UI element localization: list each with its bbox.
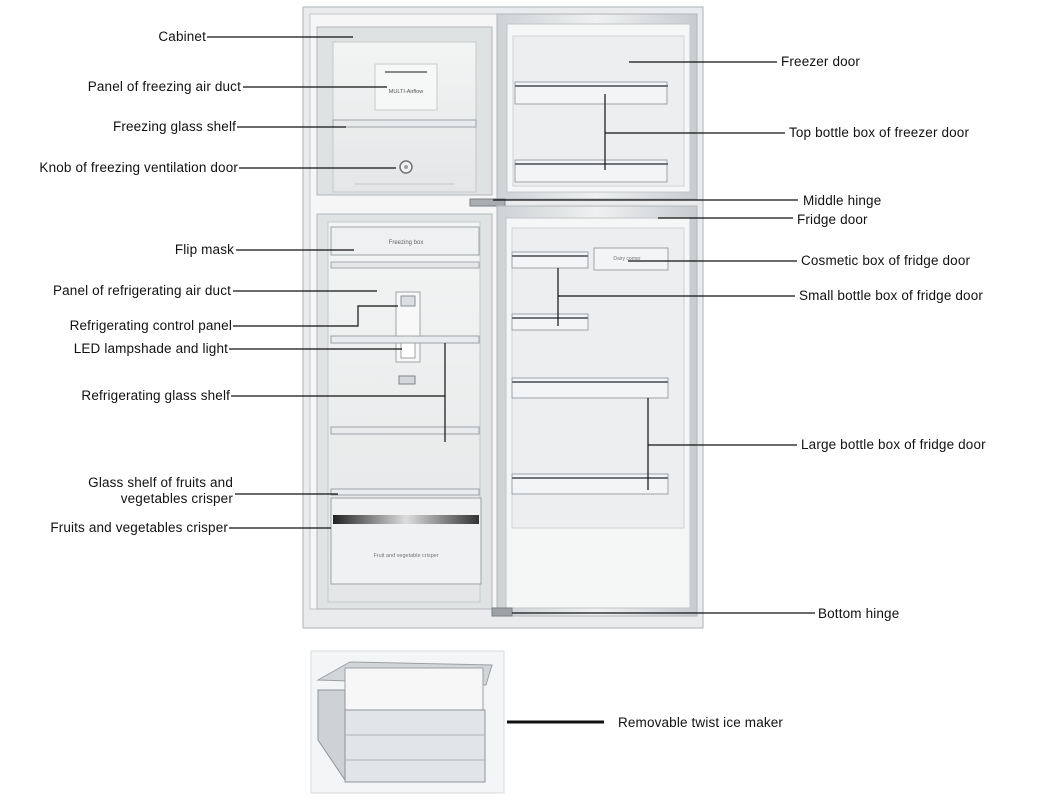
bottom-hinge-shape xyxy=(491,607,513,617)
label-middle-hinge: Middle hinge xyxy=(803,193,882,208)
freezer-compartment: MULTI-Airflow xyxy=(316,26,493,196)
label-bottom-hinge: Bottom hinge xyxy=(818,606,900,621)
label-flip-mask: Flip mask xyxy=(174,242,234,257)
multi-airflow-print: MULTI-Airflow xyxy=(389,89,423,95)
label-cosmetic-box-fridge-door: Cosmetic box of fridge door xyxy=(801,253,971,268)
cosmetic-box-shape xyxy=(593,247,669,271)
ice-maker-image xyxy=(310,650,505,794)
freezing-box-print: Freezing box xyxy=(389,240,424,246)
label-panel-refrigerating-air-duct: Panel of refrigerating air duct xyxy=(53,283,231,298)
label-fridge-door: Fridge door xyxy=(797,212,868,227)
label-freezer-door: Freezer door xyxy=(781,54,861,69)
freezing-glass-shelf-shape xyxy=(332,119,477,128)
crisper-glass-shelf-shape xyxy=(330,488,480,496)
label-fruits-vegetables-crisper: Fruits and vegetables crisper xyxy=(50,520,228,535)
label-large-bottle-box-fridge-door: Large bottle box of fridge door xyxy=(801,437,986,452)
label-removable-twist-ice-maker: Removable twist ice maker xyxy=(618,715,784,730)
label-led-lampshade-light: LED lampshade and light xyxy=(73,341,228,356)
flip-mask-shape xyxy=(330,226,480,256)
freezer-door-panel xyxy=(496,13,698,200)
label-refrigerating-control-panel: Refrigerating control panel xyxy=(69,318,232,333)
leader-lines xyxy=(207,36,815,724)
label-glass-shelf-crisper-line1: Glass shelf of fruits and xyxy=(88,475,233,490)
label-top-bottle-box-freezer-door: Top bottle box of freezer door xyxy=(789,125,970,140)
crisper-shape xyxy=(330,497,482,585)
label-refrigerating-glass-shelf: Refrigerating glass shelf xyxy=(81,388,230,403)
middle-hinge-shape xyxy=(469,198,506,207)
label-panel-freezing-air-duct: Panel of freezing air duct xyxy=(87,79,241,94)
label-glass-shelf-crisper-line2: vegetables crisper xyxy=(120,491,233,506)
crisper-print: Fruit and vegetable crisper xyxy=(373,553,438,559)
dairy-corner-print: Dairy corner xyxy=(613,256,641,262)
fridge-door-panel: Dairy corner xyxy=(496,205,698,617)
label-cabinet: Cabinet xyxy=(158,29,206,44)
label-knob-freezing-ventilation-door: Knob of freezing ventilation door xyxy=(39,160,238,175)
fridge-compartment: Freezing box Fruit and vegetable crisper xyxy=(316,213,493,610)
label-small-bottle-box-fridge-door: Small bottle box of fridge door xyxy=(799,288,983,303)
label-freezing-glass-shelf: Freezing glass shelf xyxy=(112,119,236,134)
